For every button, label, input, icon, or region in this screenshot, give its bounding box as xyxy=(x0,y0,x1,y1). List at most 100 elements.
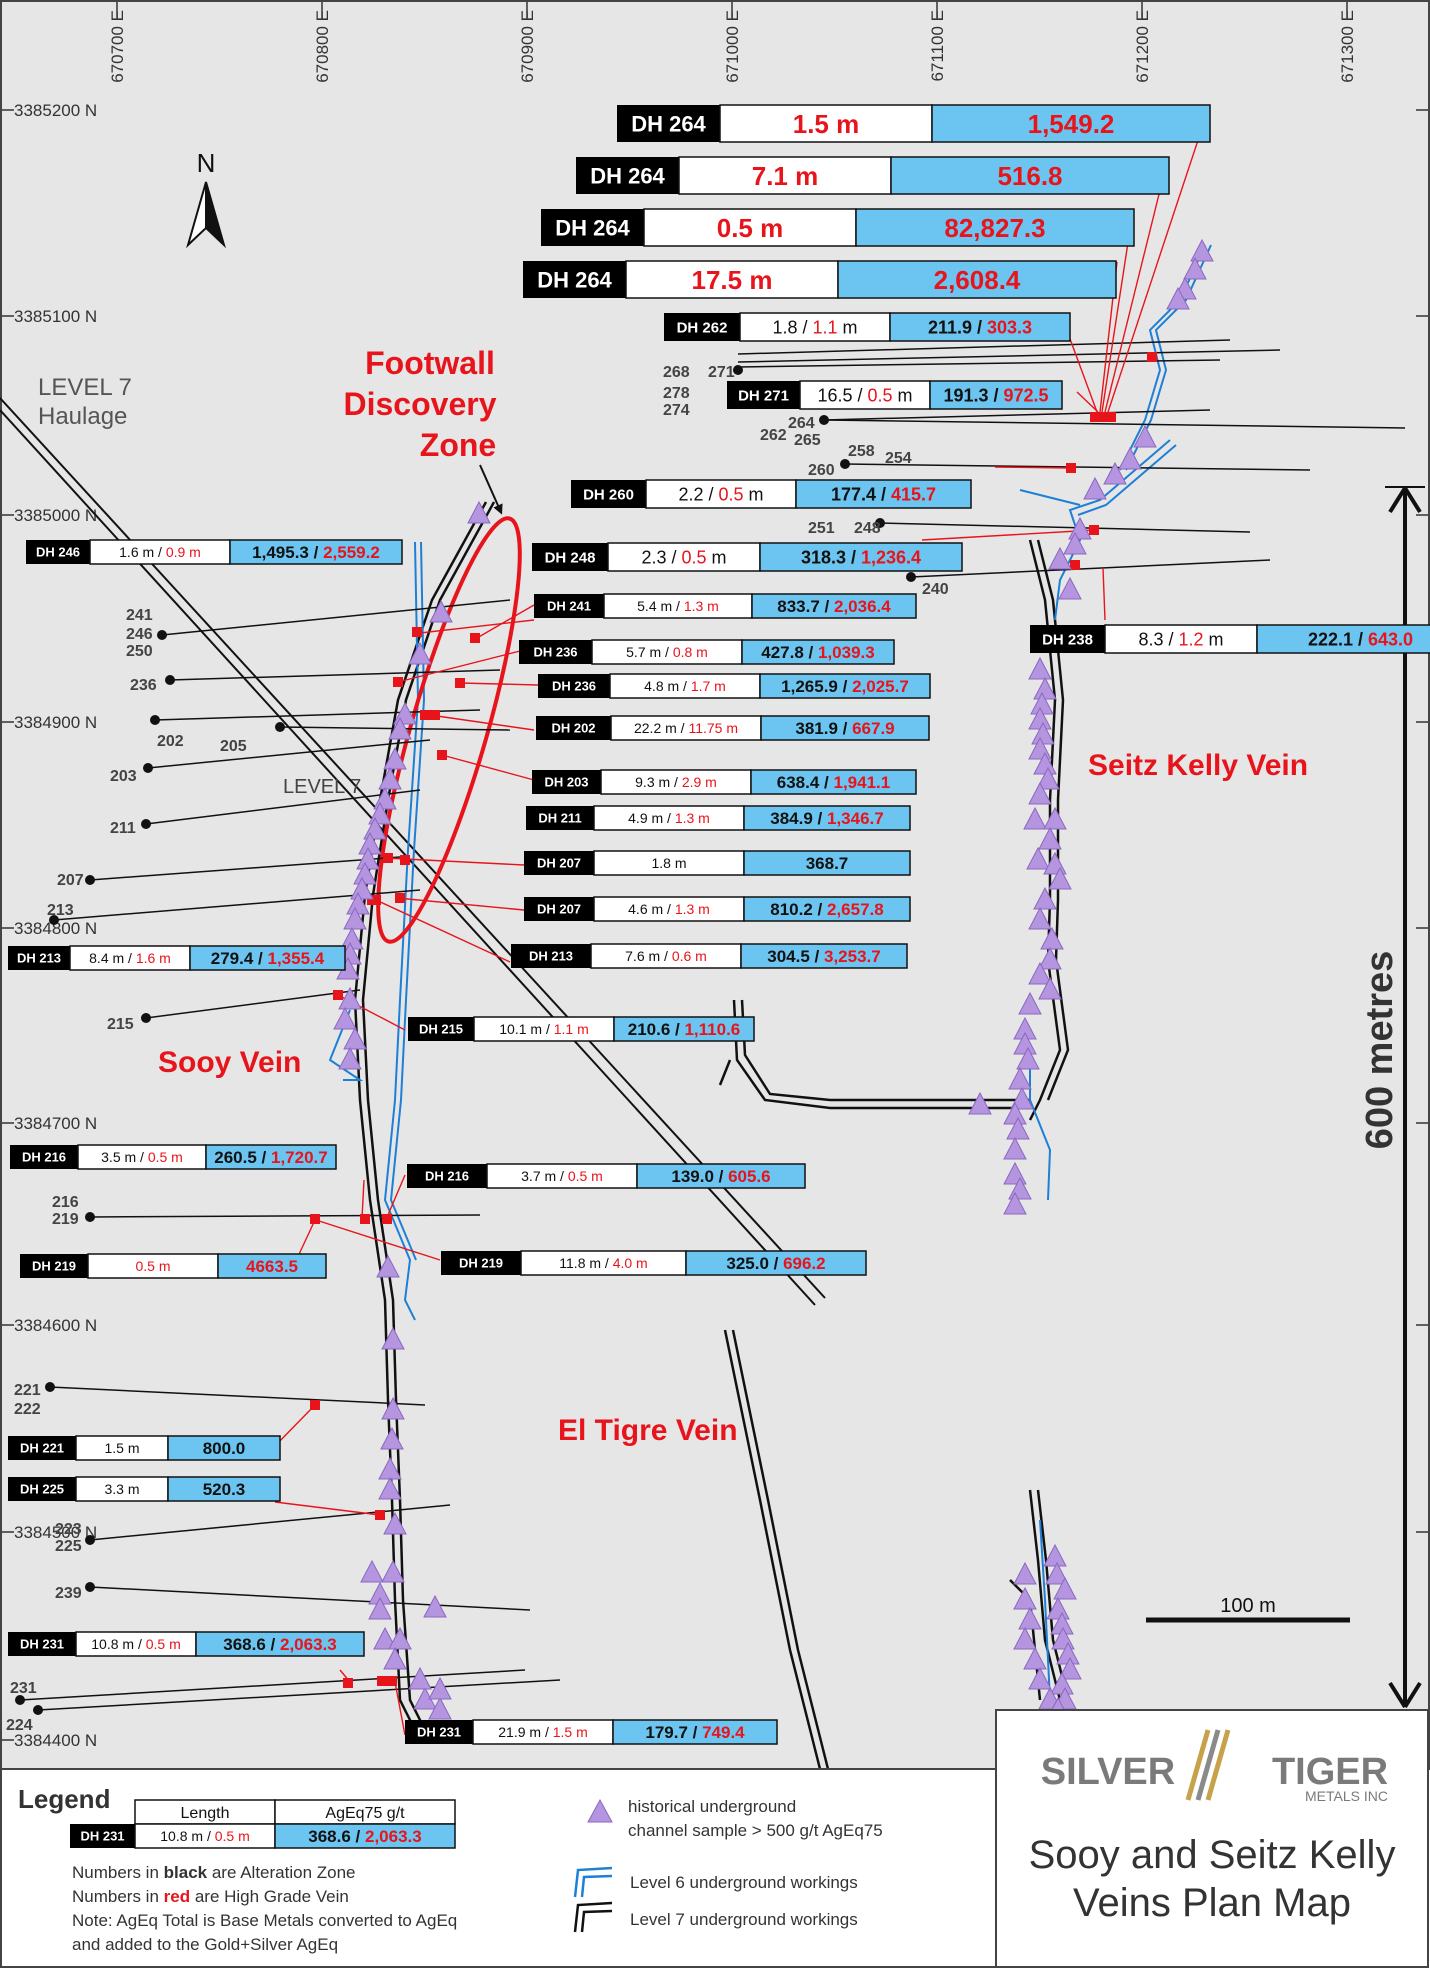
north-arrow-label: N xyxy=(197,148,216,178)
collar-label: 213 xyxy=(47,902,74,919)
drillhole-length: 1.8 / 1.1 m xyxy=(772,317,857,337)
drillhole-length: 3.7 m / 0.5 m xyxy=(521,1168,603,1184)
collar-label: 258 xyxy=(848,443,875,460)
drillhole-id: DH 271 xyxy=(738,387,789,404)
drillhole-length: 3.3 m xyxy=(104,1481,139,1497)
drillhole-length: 1.5 m xyxy=(104,1440,139,1456)
collar-label: 265 xyxy=(794,432,821,449)
footwall-arrow xyxy=(479,464,503,515)
collar-label: 205 xyxy=(220,738,247,755)
el-tigre-vein-label: El Tigre Vein xyxy=(558,1414,738,1447)
northing-label: 3385000 N xyxy=(14,506,97,525)
collar-label: 231 xyxy=(10,1680,37,1697)
legend-level7-label: Level 7 underground workings xyxy=(630,1910,858,1929)
collar-label: 241 xyxy=(126,607,153,624)
easting-label: 671300 E xyxy=(1338,10,1357,83)
collar-label: 262 xyxy=(760,427,787,444)
drillhole-id: DH 225 xyxy=(20,1482,64,1497)
collar-label: 260 xyxy=(808,462,835,479)
horizontal-scale-label: 100 m xyxy=(1220,1595,1276,1617)
easting-label: 670800 E xyxy=(313,10,332,83)
drillhole-length: 22.2 m / 11.75 m xyxy=(634,720,738,736)
drillhole-id: DH 213 xyxy=(17,951,61,966)
northing-label: 3384700 N xyxy=(14,1114,97,1133)
map-title-line1: Sooy and Seitz Kelly xyxy=(1029,1833,1396,1877)
drillhole-id: DH 264 xyxy=(555,215,630,240)
easting-label: 670900 E xyxy=(518,10,537,83)
drillhole-id: DH 202 xyxy=(551,721,595,736)
logo-silver: SILVER xyxy=(1041,1751,1175,1793)
legend-note3: Note: AgEq Total is Base Metals converte… xyxy=(72,1911,457,1930)
drillhole-id: DH 264 xyxy=(537,267,612,292)
drillhole-id: DH 216 xyxy=(425,1169,469,1184)
vein-intercept-markers xyxy=(310,352,1157,1688)
drillhole-length: 4.9 m / 1.3 m xyxy=(628,810,710,826)
legend-title: Legend xyxy=(18,1784,110,1814)
seitz-kelly-vein-label: Seitz Kelly Vein xyxy=(1088,749,1308,782)
easting-label: 671100 E xyxy=(928,10,947,82)
northing-label: 3384500 N xyxy=(14,1523,97,1542)
easting-label: 671000 E xyxy=(723,10,742,83)
easting-label: 671200 E xyxy=(1133,10,1152,83)
legend-level6-label: Level 6 underground workings xyxy=(630,1873,858,1892)
drillhole-ageq: 179.7 / 749.4 xyxy=(645,1723,745,1742)
drillhole-ageq: 177.4 / 415.7 xyxy=(831,484,936,504)
collar-label: 219 xyxy=(52,1211,79,1228)
drillhole-length: 1.8 m xyxy=(651,855,686,871)
northing-label: 3384800 N xyxy=(14,919,97,938)
drillhole-length: 1.6 m / 0.9 m xyxy=(119,544,201,560)
collar-label: 207 xyxy=(57,872,84,889)
collar-label: 215 xyxy=(107,1016,134,1033)
drillhole-ageq: 800.0 xyxy=(203,1439,246,1458)
drillhole-length: 3.5 m / 0.5 m xyxy=(101,1149,183,1165)
collar-label: 254 xyxy=(885,450,912,467)
drillhole-id: DH 216 xyxy=(22,1150,66,1165)
legend-level6-icon xyxy=(573,1866,613,1898)
drillhole-ageq: 1,265.9 / 2,025.7 xyxy=(781,677,909,696)
drillhole-length: 1.5 m xyxy=(793,109,860,139)
drillhole-ageq: 368.7 xyxy=(806,854,849,873)
drillhole-id: DH 203 xyxy=(544,775,588,790)
legend-channel-1: historical underground xyxy=(628,1797,796,1816)
drillhole-id: DH 236 xyxy=(533,645,577,660)
drillhole-length: 16.5 / 0.5 m xyxy=(817,385,912,405)
collar-label: 240 xyxy=(922,581,949,598)
drillhole-ageq: 2,608.4 xyxy=(934,265,1021,295)
footwall-zone-label-3: Zone xyxy=(420,427,496,463)
legend-col-ageq: AgEq75 g/t xyxy=(325,1805,405,1822)
drillhole-ageq: 279.4 / 1,355.4 xyxy=(211,949,325,968)
drillhole-ageq: 139.0 / 605.6 xyxy=(671,1167,770,1186)
drillhole-ageq: 4663.5 xyxy=(246,1257,298,1276)
collar-label: 236 xyxy=(130,677,157,694)
northing-label: 3385200 N xyxy=(14,101,97,120)
drillhole-box: DH 216 3.7 m / 0.5 m 139.0 / 605.6 xyxy=(407,1163,806,1189)
channel-samples xyxy=(333,238,1214,1720)
drillhole-id: DH 221 xyxy=(20,1441,64,1456)
logo-slash-icon xyxy=(1185,1729,1231,1801)
drillhole-length: 7.6 m / 0.6 m xyxy=(625,948,707,964)
collar-label: 211 xyxy=(110,820,136,837)
drillhole-box: DH 221 1.5 m 800.0 xyxy=(8,1435,281,1461)
drillhole-id: DH 264 xyxy=(590,163,665,188)
sooy-vein-label: Sooy Vein xyxy=(158,1046,301,1079)
collar-label: 250 xyxy=(126,643,153,660)
drillhole-id: DH 219 xyxy=(459,1256,503,1271)
legend-col-length: Length xyxy=(181,1805,230,1822)
